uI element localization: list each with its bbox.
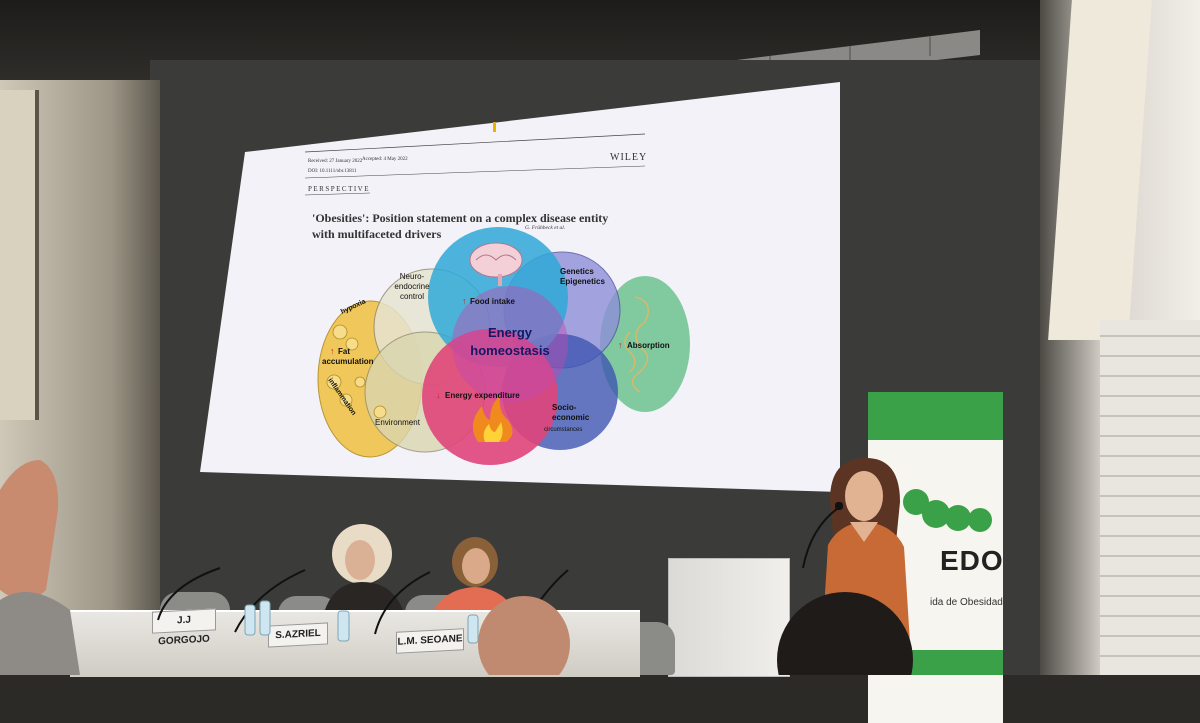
intestine-icon bbox=[624, 296, 650, 393]
up-arrow-icon: ↑ bbox=[618, 340, 623, 350]
label-food-intake: Food intake bbox=[470, 297, 515, 306]
brick-wall bbox=[1100, 320, 1200, 675]
label-homeostasis: homeostasis bbox=[470, 343, 549, 358]
brain-circle bbox=[428, 227, 568, 367]
water-bottles bbox=[244, 600, 479, 644]
label-genetics: Genetics bbox=[560, 267, 594, 276]
audience-hand bbox=[0, 460, 80, 675]
left-window bbox=[0, 90, 39, 420]
audience-head-dark bbox=[777, 592, 913, 675]
gut-circle bbox=[600, 276, 690, 412]
label-neuroendocrine-2: endocrine bbox=[394, 282, 430, 291]
paper-title-line1: 'Obesities': Position statement on a com… bbox=[312, 211, 608, 225]
banner-subtitle: ida de Obesidad bbox=[930, 597, 1003, 608]
label-fat: Fat bbox=[338, 347, 350, 356]
label-environment: Environment bbox=[375, 418, 421, 427]
up-arrow-icon: ↑ bbox=[462, 296, 467, 306]
banner-title: EDO bbox=[940, 545, 1004, 576]
label-neuroendocrine-1: Neuro- bbox=[400, 272, 425, 281]
label-accumulation: accumulation bbox=[322, 357, 374, 366]
label-energy: Energy bbox=[488, 325, 533, 340]
podium bbox=[668, 558, 790, 677]
banner-logo-icon bbox=[903, 489, 992, 532]
down-arrow-icon: ↓ bbox=[436, 390, 441, 400]
venn-diagram: Neuro- endocrine control ↑ Food intake G… bbox=[317, 227, 690, 465]
label-circumstances: circumstances bbox=[544, 427, 582, 433]
fat-cells-icon bbox=[326, 324, 387, 419]
label-neuroendocrine-3: control bbox=[400, 292, 424, 301]
publisher-logo: WILEY bbox=[610, 152, 647, 163]
label-socio: Socio- bbox=[552, 403, 577, 412]
podium-microphone bbox=[802, 502, 843, 569]
paper-authors: G. Frühbeck et al. bbox=[525, 225, 565, 231]
label-epigenetics: Epigenetics bbox=[560, 277, 605, 286]
paper-title-line2: with multifaceted drivers bbox=[312, 227, 442, 241]
up-arrow-icon: ↑ bbox=[330, 346, 335, 356]
doi-text: DOI: 10.1111/obr.13811 bbox=[308, 169, 357, 174]
projected-slide: Received: 27 January 2022 Accepted: 4 Ma… bbox=[200, 82, 840, 492]
energy-expenditure-circle bbox=[422, 329, 558, 465]
energy-homeostasis-core bbox=[452, 286, 568, 402]
accepted-date: Accepted: 4 May 2022 bbox=[362, 157, 408, 162]
brain-icon bbox=[469, 242, 523, 286]
fire-icon bbox=[472, 396, 513, 442]
label-energy-expenditure: Energy expenditure bbox=[445, 391, 520, 400]
received-date: Received: 27 January 2022 bbox=[308, 159, 363, 164]
label-absorption: Absorption bbox=[627, 341, 670, 350]
label-economic: economic bbox=[552, 413, 590, 422]
food-intake-label: ↑ Food intake bbox=[462, 296, 515, 306]
audience-head-bald bbox=[478, 596, 570, 675]
section-label: PERSPECTIVE bbox=[308, 185, 370, 193]
